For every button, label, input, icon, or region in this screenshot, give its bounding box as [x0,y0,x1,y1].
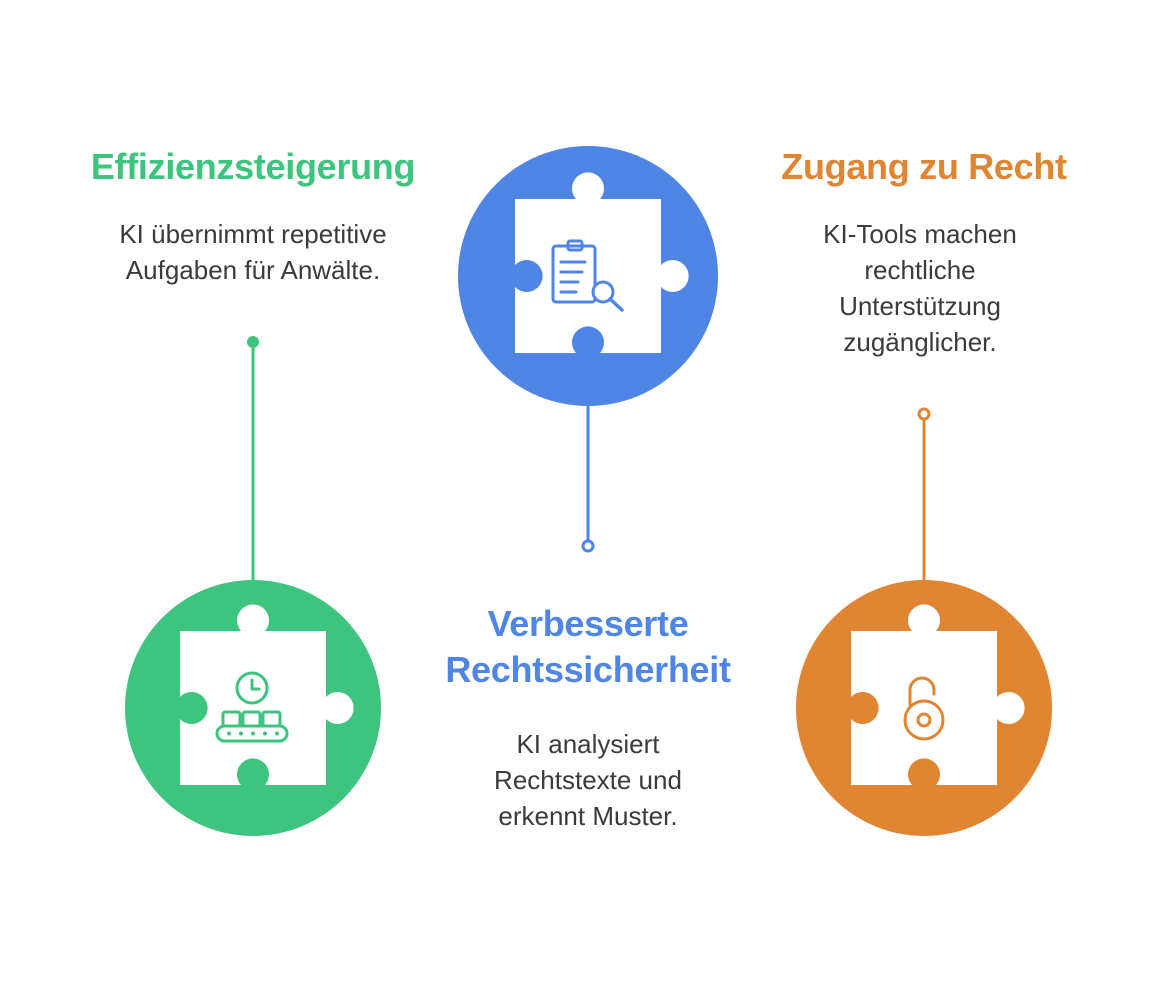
description-legal-certainty: KI analysiert Rechtstexte und erkennt Mu… [494,729,682,831]
connector-green [247,336,259,585]
puzzle-circle-orange [796,580,1052,836]
clipboard-search-icon [551,239,624,312]
puzzle-circle-blue [458,146,718,406]
connector-blue [581,400,595,553]
title-access-to-law: Zugang zu Recht [781,146,1067,187]
unlocked-padlock-icon [903,676,945,741]
title-legal-certainty: Verbesserte Rechtssicherheit [445,603,731,690]
title-efficiency: Effizienzsteigerung [90,146,416,187]
description-access-to-law: KI-Tools machen rechtliche Unterstützung… [823,219,1017,357]
connector-orange [917,407,931,585]
puzzle-circle-green [125,580,381,836]
description-efficiency: KI übernimmt repetitive Aufgaben für Anw… [119,219,387,285]
conveyor-clock-icon [215,671,289,743]
